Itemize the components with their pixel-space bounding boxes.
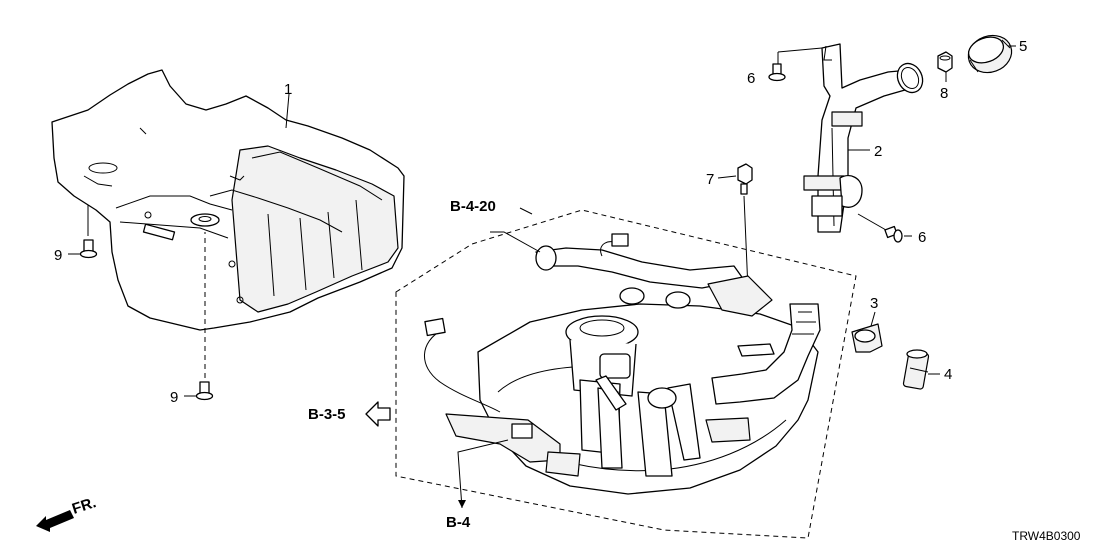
front-label: FR.: [70, 494, 98, 518]
heat-shield-part-1: [51, 69, 405, 331]
callout-9-upper: 9: [54, 247, 62, 264]
valve-part-4: [902, 349, 930, 390]
callout-5: 5: [1019, 38, 1027, 55]
callout-9-lower: 9: [170, 389, 178, 406]
front-arrow-icon: [36, 510, 74, 532]
seal-part-3: [851, 323, 883, 353]
hollow-arrow-icon: [365, 401, 391, 427]
callout-4: 4: [944, 366, 952, 383]
callout-2: 2: [874, 143, 882, 160]
ref-b-4-20[interactable]: B-4-20: [450, 198, 496, 215]
leader-lines: [68, 45, 1016, 509]
bolt-part-6-lower: [857, 213, 903, 243]
bolt-part-9-lower: [195, 232, 214, 401]
callout-7: 7: [706, 171, 714, 188]
callout-8: 8: [940, 85, 948, 102]
fuel-tank-assembly: [395, 209, 857, 539]
callout-6-upper: 6: [747, 70, 755, 87]
arrow-down-icon: [458, 500, 466, 508]
fuel-cap-part-5: [967, 34, 1013, 74]
callout-3: 3: [870, 295, 878, 312]
bolt-part-6-upper: [768, 47, 823, 82]
ref-b-3-5[interactable]: B-3-5: [308, 406, 346, 423]
nut-part-8: [937, 51, 953, 73]
callout-6-lower: 6: [918, 229, 926, 246]
ref-b-4[interactable]: B-4: [446, 514, 471, 531]
bolt-part-7: [737, 163, 753, 291]
diagram-code: TRW4B0300: [1012, 529, 1081, 543]
fuel-filler-pipe-part-2: [803, 43, 924, 233]
bolt-part-9-upper: [79, 205, 98, 259]
callout-1: 1: [284, 81, 292, 98]
